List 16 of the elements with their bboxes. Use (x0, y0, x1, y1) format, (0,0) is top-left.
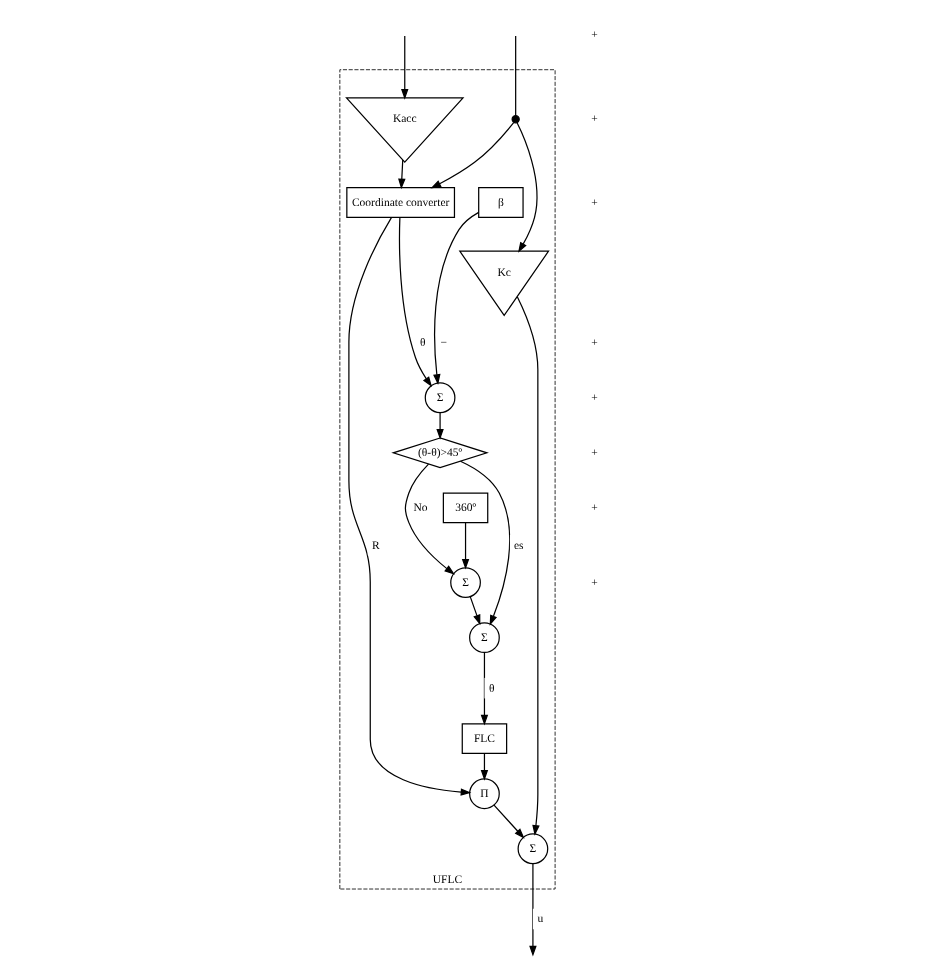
arrow (458, 460, 510, 626)
arrow (429, 122, 514, 189)
arrow (435, 412, 443, 440)
arrow (468, 596, 480, 626)
arrow (515, 296, 539, 836)
node-circle (510, 115, 519, 124)
arrow (397, 216, 432, 388)
arrow (515, 122, 537, 253)
arrow (347, 217, 471, 796)
arrow (432, 211, 479, 385)
arrow (460, 522, 469, 570)
arrow (492, 804, 524, 839)
arrow (400, 35, 408, 100)
arrow (397, 159, 405, 190)
connector (514, 35, 516, 117)
arrow (528, 863, 536, 957)
